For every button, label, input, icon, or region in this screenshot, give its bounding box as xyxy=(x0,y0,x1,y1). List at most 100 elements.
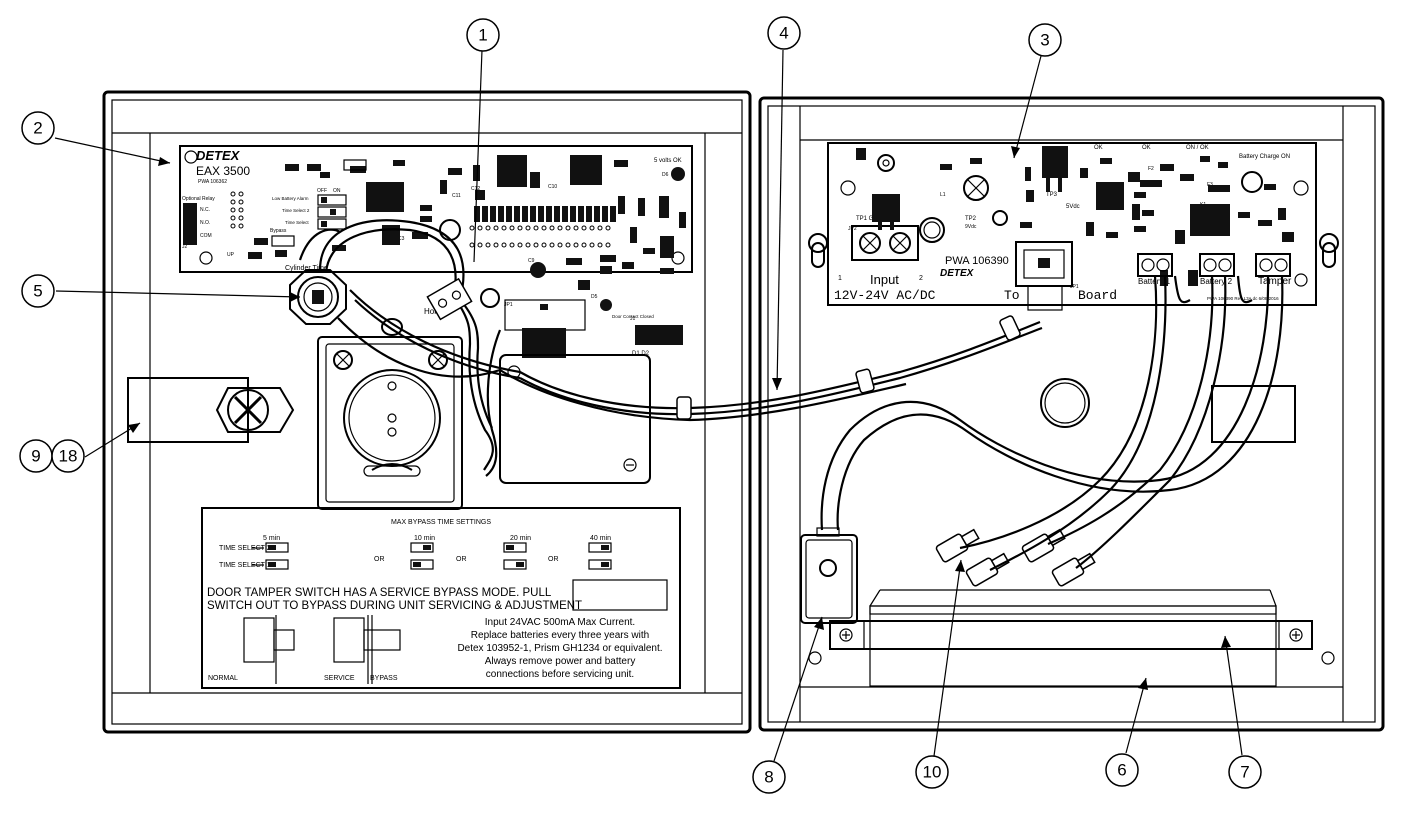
plate-warning-2: SWITCH OUT TO BYPASS DURING UNIT SERVICI… xyxy=(207,600,582,612)
svg-text:9Vdc: 9Vdc xyxy=(965,224,977,230)
svg-text:Time Select: Time Select xyxy=(285,220,309,225)
callout-2: 2 xyxy=(21,111,55,145)
svg-text:C12: C12 xyxy=(471,186,480,192)
svg-text:40 min: 40 min xyxy=(590,535,611,542)
svg-text:ON / OK: ON / OK xyxy=(1186,145,1209,151)
left-chip-3 xyxy=(570,155,602,185)
left-chip-2 xyxy=(497,155,527,187)
battery2-terminal xyxy=(1199,253,1235,277)
svg-text:connections before servicing u: connections before servicing unit. xyxy=(486,669,634,680)
mounting-bolt xyxy=(127,377,295,443)
svg-text:DETEX: DETEX xyxy=(940,268,975,279)
wire-harness xyxy=(298,219,1284,571)
potentiometer xyxy=(963,175,989,201)
svg-text:3: 3 xyxy=(1040,31,1049,50)
svg-text:N.O.: N.O. xyxy=(200,220,210,226)
svg-text:Battery 2: Battery 2 xyxy=(1200,277,1233,286)
svg-text:TP2: TP2 xyxy=(965,216,977,222)
svg-text:SERVICE: SERVICE xyxy=(324,675,355,682)
svg-text:OK: OK xyxy=(1094,145,1103,151)
svg-text:Door Contact Closed: Door Contact Closed xyxy=(612,314,654,319)
svg-text:5 min: 5 min xyxy=(263,535,280,542)
horn-speaker xyxy=(343,369,441,467)
spade-connectors xyxy=(935,528,1096,587)
callout-5: 5 xyxy=(21,274,55,308)
svg-text:TIME SELECT 1: TIME SELECT 1 xyxy=(219,562,271,569)
svg-text:TP1 GND: TP1 GND xyxy=(856,216,883,222)
battery xyxy=(869,589,1277,687)
regulator-tp3 xyxy=(1042,146,1068,178)
switch-service-drawing: SERVICE BYPASS xyxy=(324,615,401,684)
svg-text:Always remove power and batter: Always remove power and battery xyxy=(485,656,636,667)
svg-text:PWA 106362: PWA 106362 xyxy=(198,179,227,185)
svg-text:Battery 1: Battery 1 xyxy=(1138,277,1171,286)
callout-7: 7 xyxy=(1228,755,1262,789)
svg-text:Low Battery Alarm: Low Battery Alarm xyxy=(272,196,309,201)
svg-text:1: 1 xyxy=(478,26,487,45)
left-board-brand: DETEX xyxy=(196,148,241,163)
led-d6 xyxy=(671,167,685,181)
svg-text:OK: OK xyxy=(1142,145,1151,151)
jp1-connector xyxy=(522,328,566,358)
svg-text:7: 7 xyxy=(1240,763,1249,782)
jumper-setting-icons xyxy=(252,542,612,570)
svg-text:8: 8 xyxy=(764,768,773,787)
svg-text:2: 2 xyxy=(33,119,42,138)
callout-4: 4 xyxy=(767,16,801,50)
svg-text:Input 24VAC 500mA Max Current.: Input 24VAC 500mA Max Current. xyxy=(485,617,635,628)
svg-text:JP1: JP1 xyxy=(1070,284,1079,290)
svg-text:C10: C10 xyxy=(548,184,557,190)
callout-leaders xyxy=(54,49,1243,762)
svg-text:COM: COM xyxy=(200,233,212,239)
svg-text:Detex 103952-1, Prism GH1234 o: Detex 103952-1, Prism GH1234 or equivale… xyxy=(457,643,662,654)
svg-text:PWA 106390 Rev L3A dc 6/08/201: PWA 106390 Rev L3A dc 6/08/2016 xyxy=(1207,296,1279,301)
led-d5 xyxy=(600,299,612,311)
cable-tie-2 xyxy=(855,368,875,394)
j1-terminal xyxy=(635,325,683,345)
keyhole-left xyxy=(808,233,828,268)
callout-1: 1 xyxy=(466,18,500,52)
svg-text:1: 1 xyxy=(838,275,842,282)
left-enclosure-door xyxy=(102,90,752,734)
plate-heading: MAX BYPASS TIME SETTINGS xyxy=(391,519,491,526)
svg-text:N.C.: N.C. xyxy=(200,207,210,213)
right-circuit-board: PWA 106390 DETEX Input 12V-24V AC/DC To … xyxy=(827,142,1317,311)
svg-text:Optional Relay: Optional Relay xyxy=(182,196,215,202)
svg-text:9: 9 xyxy=(31,447,40,466)
svg-text:Time Select 2: Time Select 2 xyxy=(282,208,310,213)
svg-text:OR: OR xyxy=(548,556,559,563)
callout-9: 9 xyxy=(19,439,53,473)
input-range: 12V-24V AC/DC xyxy=(834,288,936,303)
tamper-switch xyxy=(800,527,858,624)
svg-text:5 volts OK: 5 volts OK xyxy=(654,158,682,164)
svg-text:20 min: 20 min xyxy=(510,535,531,542)
right-board-pwa: PWA 106390 xyxy=(945,255,1009,267)
callout-3: 3 xyxy=(1028,23,1062,57)
tamper-terminal xyxy=(1255,253,1291,277)
left-circuit-board: DETEX EAX 3500 PWA 106362 Optional Relay… xyxy=(179,145,693,358)
svg-text:Battery Charge ON: Battery Charge ON xyxy=(1239,154,1290,160)
svg-text:Replace batteries every three: Replace batteries every three years with xyxy=(471,630,649,641)
jumper-blocks xyxy=(271,159,367,247)
svg-text:To: To xyxy=(1004,288,1020,303)
left-chip-1 xyxy=(366,182,404,212)
svg-text:Cylinder Time: Cylinder Time xyxy=(285,265,328,272)
svg-text:10 min: 10 min xyxy=(414,535,435,542)
svg-text:Tamper: Tamper xyxy=(1258,276,1292,287)
keyhole-right xyxy=(1319,233,1339,268)
svg-text:L1: L1 xyxy=(940,192,946,198)
svg-text:Board: Board xyxy=(1078,288,1117,303)
plate-warning-1: DOOR TAMPER SWITCH HAS A SERVICE BYPASS … xyxy=(207,587,552,599)
resistor-array-row xyxy=(474,206,616,222)
svg-text:OR: OR xyxy=(374,556,385,563)
capacitor-c11 xyxy=(439,219,461,241)
svg-text:Bypass: Bypass xyxy=(270,228,287,234)
svg-text:J2: J2 xyxy=(182,244,188,250)
svg-text:BYPASS: BYPASS xyxy=(370,675,398,682)
svg-text:JP1: JP1 xyxy=(504,302,513,308)
battery-bracket xyxy=(829,620,1313,650)
svg-text:Horn: Horn xyxy=(424,307,441,316)
svg-text:5: 5 xyxy=(33,282,42,301)
